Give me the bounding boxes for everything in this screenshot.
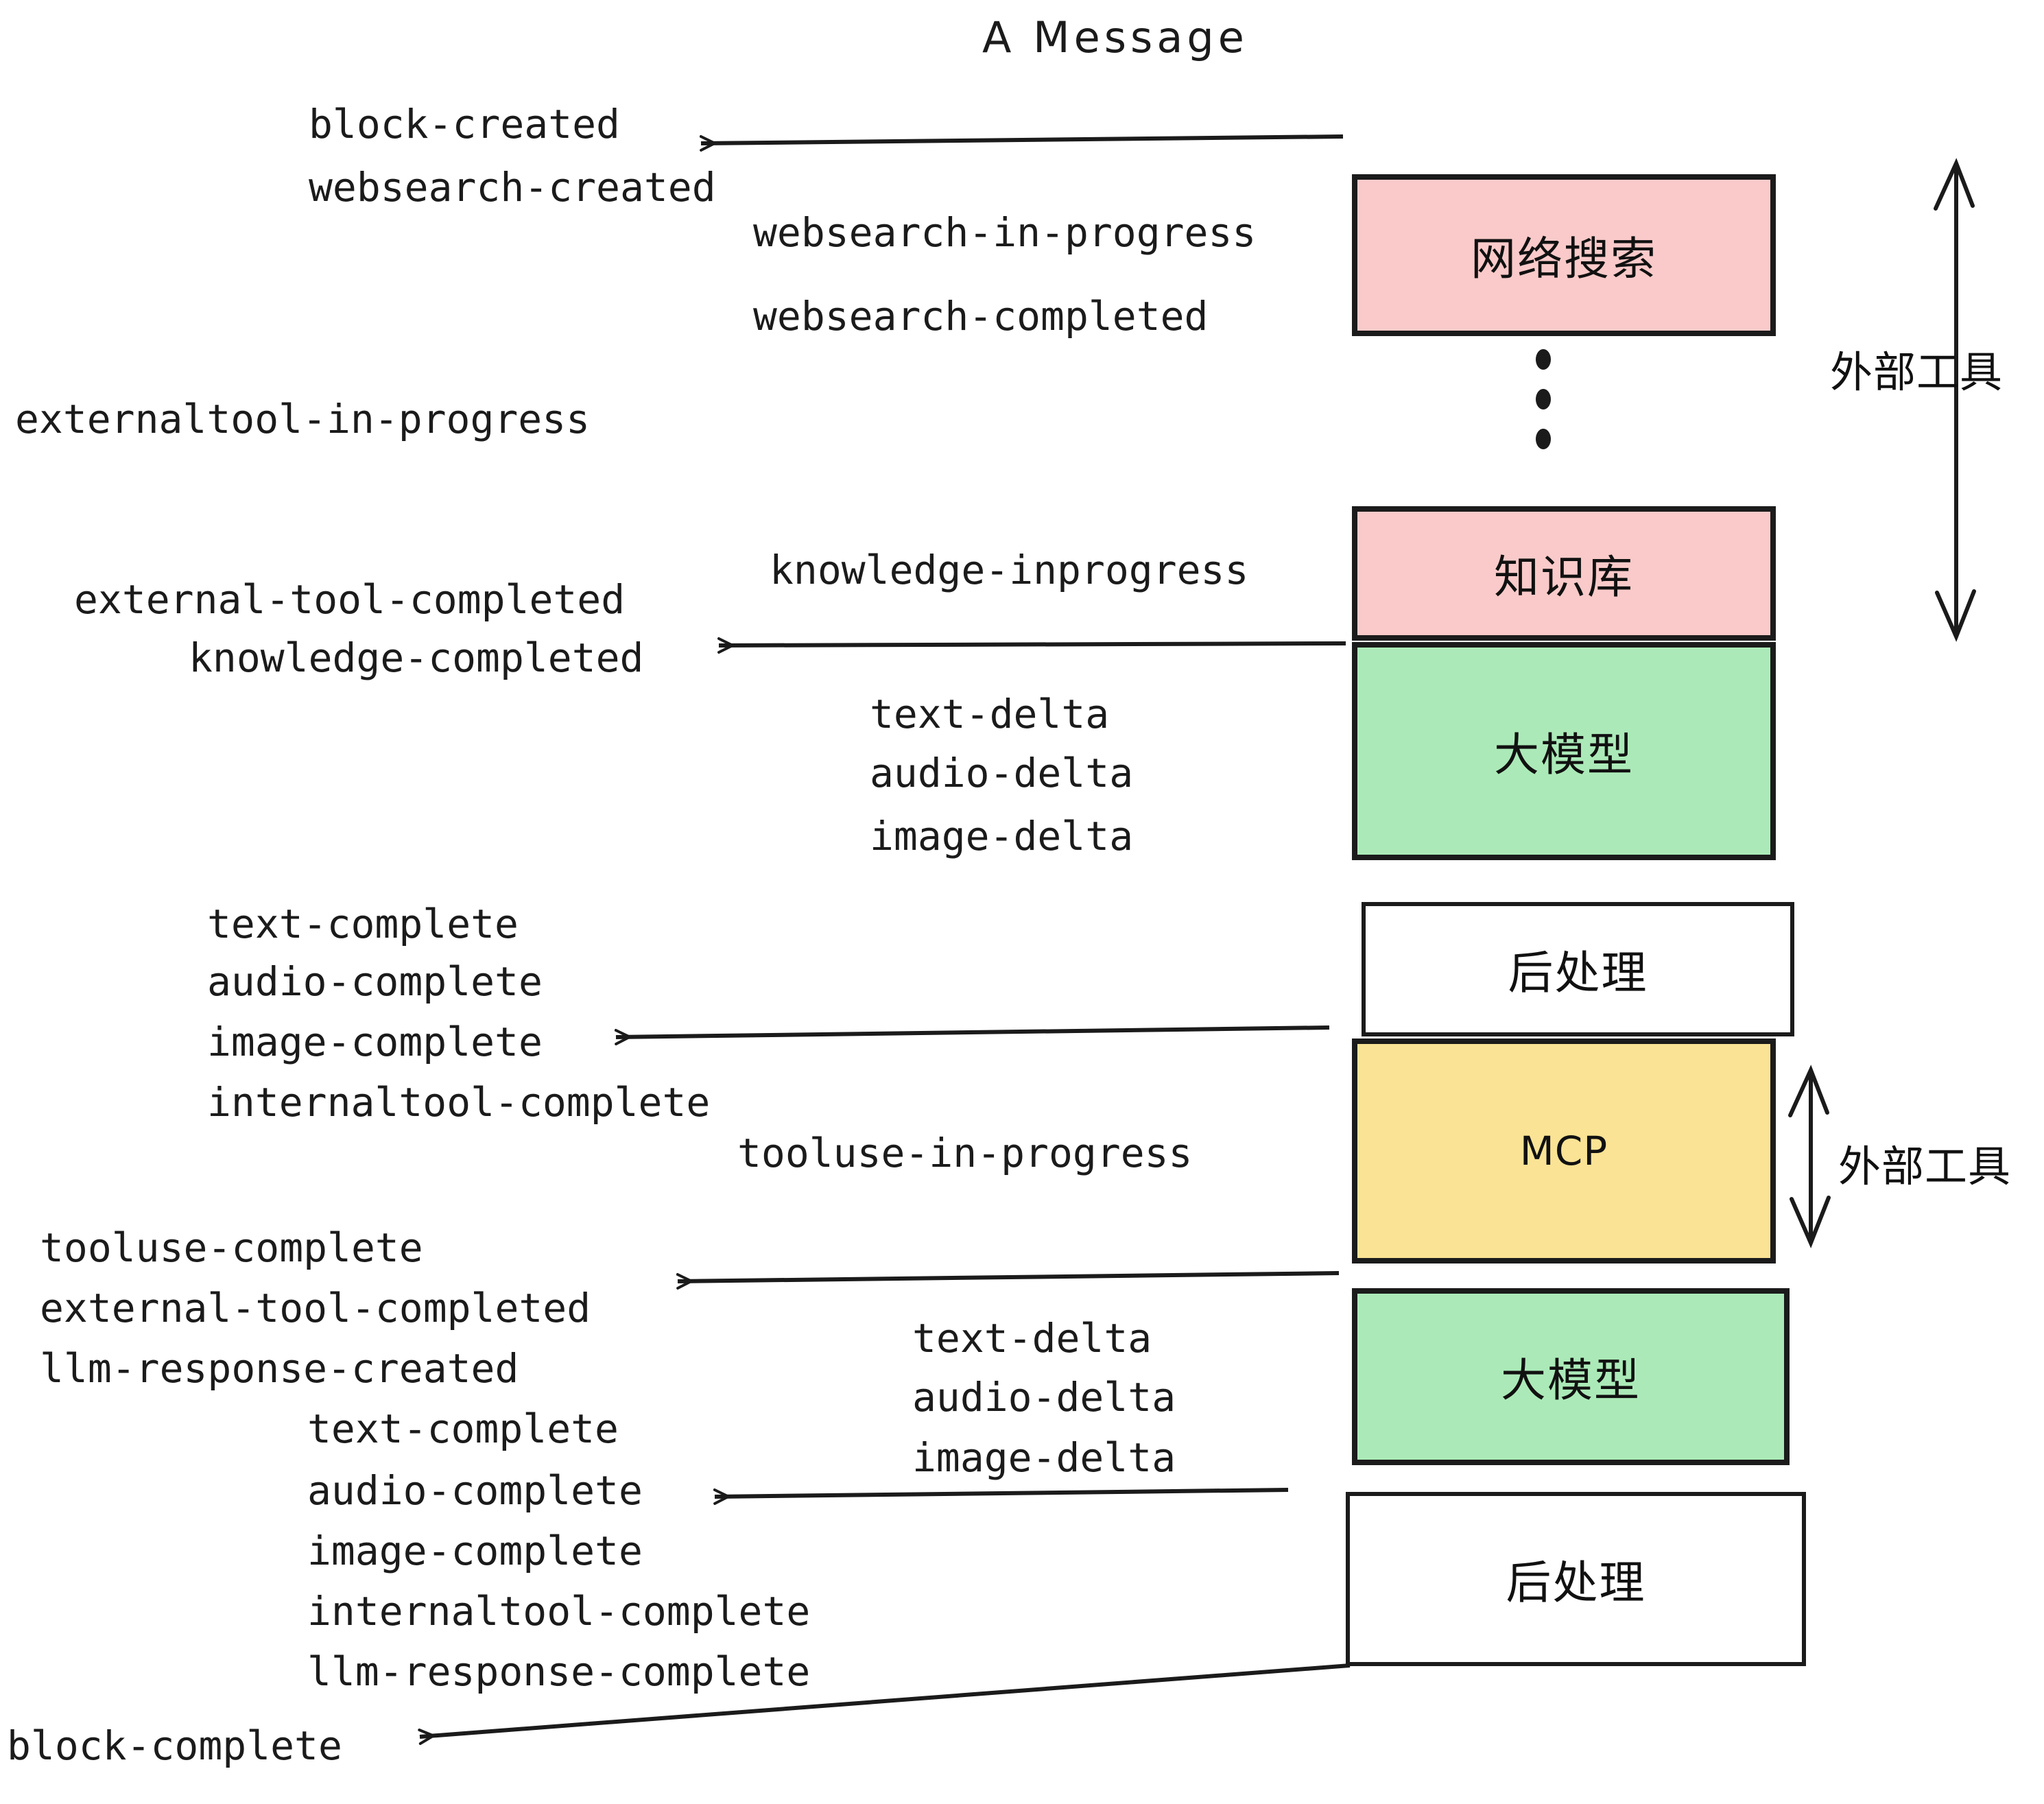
event-label-internaltool-complete-2: internaltool-complete [307,1588,811,1635]
event-label-audio-delta-1: audio-delta [870,750,1134,796]
event-label-tooluse-complete: tooluse-complete [40,1224,423,1271]
event-label-websearch-created: websearch-created [309,164,716,211]
box-postprocess-1[interactable] [1362,902,1794,1036]
ellipsis-dot-icon-2 [1536,389,1551,410]
event-label-text-complete-1: text-complete [207,901,519,947]
arrow-mcp-to-image-complete [614,1025,1330,1045]
event-label-block-created: block-created [309,101,620,147]
external-tools-range-bottom-head-down-icon [1790,1196,1831,1248]
side-label-external-tools-top: 外部工具 [1830,347,2004,397]
event-label-text-complete-2: text-complete [307,1405,619,1452]
event-label-audio-delta-2: audio-delta [912,1374,1176,1421]
external-tools-range-top-head-up-icon [1934,158,1975,211]
box-websearch[interactable] [1352,174,1776,336]
event-label-external-tool-completed-1: external-tool-completed [74,576,626,623]
event-label-audio-complete-2: audio-complete [307,1467,643,1514]
event-label-image-complete-1: image-complete [207,1019,543,1065]
ellipsis-dot-icon-3 [1536,429,1551,449]
arrow-knowledge-to-events [717,637,1346,654]
event-label-externaltool-in-progress: externaltool-in-progress [15,396,591,442]
event-label-external-tool-completed-2: external-tool-completed [40,1285,591,1331]
event-label-internaltool-complete-1: internaltool-complete [207,1079,711,1126]
event-label-text-delta-2: text-delta [912,1315,1152,1362]
event-label-tooluse-in-progress: tooluse-in-progress [737,1130,1193,1176]
box-knowledge[interactable] [1352,506,1776,641]
event-label-llm-response-created: llm-response-created [40,1345,519,1392]
event-label-image-complete-2: image-complete [307,1528,643,1574]
side-label-external-tools-bottom: 外部工具 [1838,1141,2012,1191]
event-label-llm-response-complete: llm-response-complete [307,1648,811,1695]
external-tools-range-top-head-down-icon [1935,589,1976,642]
event-label-knowledge-inprogress: knowledge-inprogress [770,547,1249,593]
event-label-image-delta-2: image-delta [912,1434,1176,1481]
arrow-post2-to-block [418,1663,1351,1745]
event-label-knowledge-completed: knowledge-completed [189,634,644,681]
event-label-audio-complete-1: audio-complete [207,958,543,1005]
box-postprocess-2[interactable] [1346,1492,1806,1666]
page-title: A Message [982,12,1248,62]
event-label-websearch-in-progress: websearch-in-progress [753,209,1257,256]
event-label-image-delta-1: image-delta [870,813,1134,859]
arrow-llm2-to-audio [713,1488,1289,1505]
box-llm-2[interactable] [1352,1288,1790,1465]
external-tools-range-bottom-head-up-icon [1788,1065,1829,1117]
arrow-websearch-to-block [699,134,1344,152]
event-label-block-complete: block-complete [7,1722,342,1769]
box-mcp[interactable] [1352,1039,1776,1263]
arrow-mcp-to-tooluse [676,1271,1340,1290]
event-label-websearch-completed: websearch-completed [753,293,1209,340]
event-label-text-delta-1: text-delta [870,691,1110,737]
ellipsis-dot-icon-1 [1536,349,1551,370]
box-llm-1[interactable] [1352,642,1776,860]
